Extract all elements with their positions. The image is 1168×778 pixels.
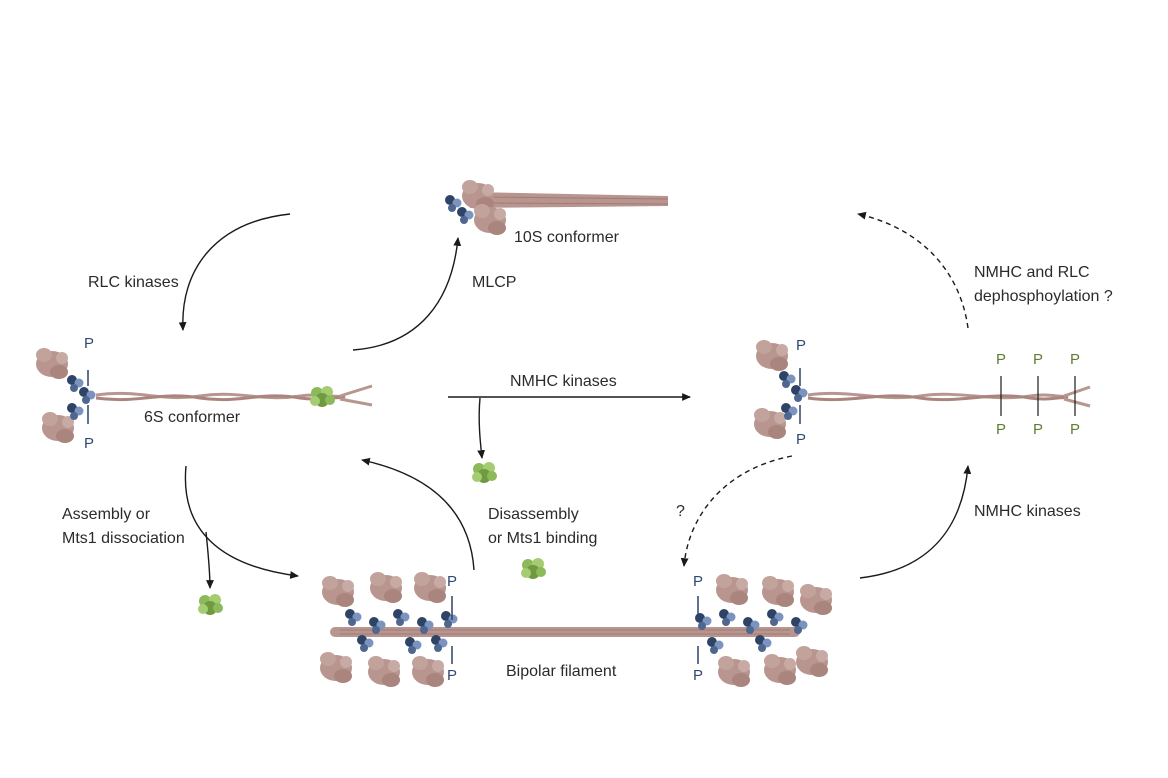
myosin-head [36, 348, 68, 379]
label-nmhc-kinases-top: NMHC kinases [510, 373, 617, 390]
conformer-6s-molecule [36, 348, 373, 443]
phospho-mark: P [996, 351, 1007, 368]
tail-split [1063, 397, 1091, 408]
light-chain [707, 637, 724, 654]
mts1-protein [198, 594, 223, 615]
label-disassembly: Disassembly or Mts1 binding [488, 506, 598, 547]
myosin-tail [470, 192, 668, 208]
light-chain [457, 207, 474, 224]
tail-split [339, 397, 373, 407]
myosin-head [756, 340, 788, 371]
myosin-head [412, 656, 444, 687]
phospho-mark: P [1033, 421, 1044, 438]
myosin-head [414, 572, 446, 603]
phospho-mark: P [796, 337, 807, 354]
label-assembly: Assembly or Mts1 dissociation [62, 506, 185, 547]
light-chain [357, 635, 374, 652]
light-chain [431, 635, 448, 652]
phosphorylated-myosin-molecule [754, 340, 1091, 439]
myosin-head [762, 576, 794, 607]
light-chain [791, 385, 808, 402]
phospho-mark: P [796, 431, 807, 448]
light-chain [719, 609, 736, 626]
mts1-protein [310, 386, 335, 407]
arrow-question [680, 455, 793, 567]
label-dephosphorylation: NMHC and RLC dephosphoylation ? [974, 264, 1113, 305]
tail-split [1063, 385, 1091, 398]
myosin-head [370, 572, 402, 603]
myosin-head [796, 646, 828, 677]
label-6s-conformer: 6S conformer [144, 409, 241, 426]
conformer-10s-molecule [445, 180, 669, 235]
mts1-protein [521, 558, 546, 579]
arrows [178, 211, 972, 589]
myosin-head [322, 576, 354, 607]
filament-backbone [330, 627, 800, 637]
light-chain [755, 635, 772, 652]
label-nmhc-kinases-right: NMHC kinases [974, 503, 1081, 520]
phospho-mark: P [1070, 421, 1081, 438]
light-chain [767, 609, 784, 626]
light-chain [405, 637, 422, 654]
myosin-head [716, 574, 748, 605]
myosin-head [800, 584, 832, 615]
myosin-tail [807, 394, 1069, 402]
myosin-head [474, 204, 506, 235]
myosin-head [754, 408, 786, 439]
mts1-protein [472, 462, 497, 483]
phospho-mark: P [447, 573, 458, 590]
arrow-dephosphorylation [857, 211, 969, 329]
phospho-mark: P [1033, 351, 1044, 368]
light-chain [345, 609, 362, 626]
label-bipolar-filament: Bipolar filament [506, 663, 617, 680]
tail-split [339, 384, 373, 398]
label-rlc-kinases: RLC kinases [88, 274, 179, 291]
myosin-head [718, 656, 750, 687]
phospho-mark: P [693, 573, 704, 590]
phospho-mark: P [84, 335, 95, 352]
arrow-nmhc-kinases-right [859, 465, 972, 579]
myosin-tail [95, 391, 346, 400]
arrow-rlc-kinases [178, 213, 291, 331]
myosin-head [42, 412, 74, 443]
bipolar-filament-molecule [320, 572, 832, 687]
phospho-mark: P [693, 667, 704, 684]
phospho-mark: P [84, 435, 95, 452]
label-question-mark: ? [676, 503, 685, 520]
light-chain [79, 387, 96, 404]
label-mlcp: MLCP [472, 274, 517, 291]
myosin-head [368, 656, 400, 687]
label-10s-conformer: 10S conformer [514, 229, 619, 246]
arrow-mts1-release [477, 397, 486, 459]
arrow-mts1-dissociation [205, 531, 214, 589]
light-chain [779, 371, 796, 388]
tail-strand [479, 196, 669, 200]
arrow-mlcp [352, 237, 462, 351]
arrow-assembly [184, 465, 299, 579]
myosin-head [764, 654, 796, 685]
tail-strand [479, 202, 669, 205]
myosin-head [320, 652, 352, 683]
phospho-mark: P [447, 667, 458, 684]
phospho-mark: P [1070, 351, 1081, 368]
light-chain [393, 609, 410, 626]
phospho-mark: P [996, 421, 1007, 438]
myosin-tail [807, 391, 1069, 400]
light-chain [441, 611, 458, 628]
arrow-disassembly [361, 457, 475, 571]
